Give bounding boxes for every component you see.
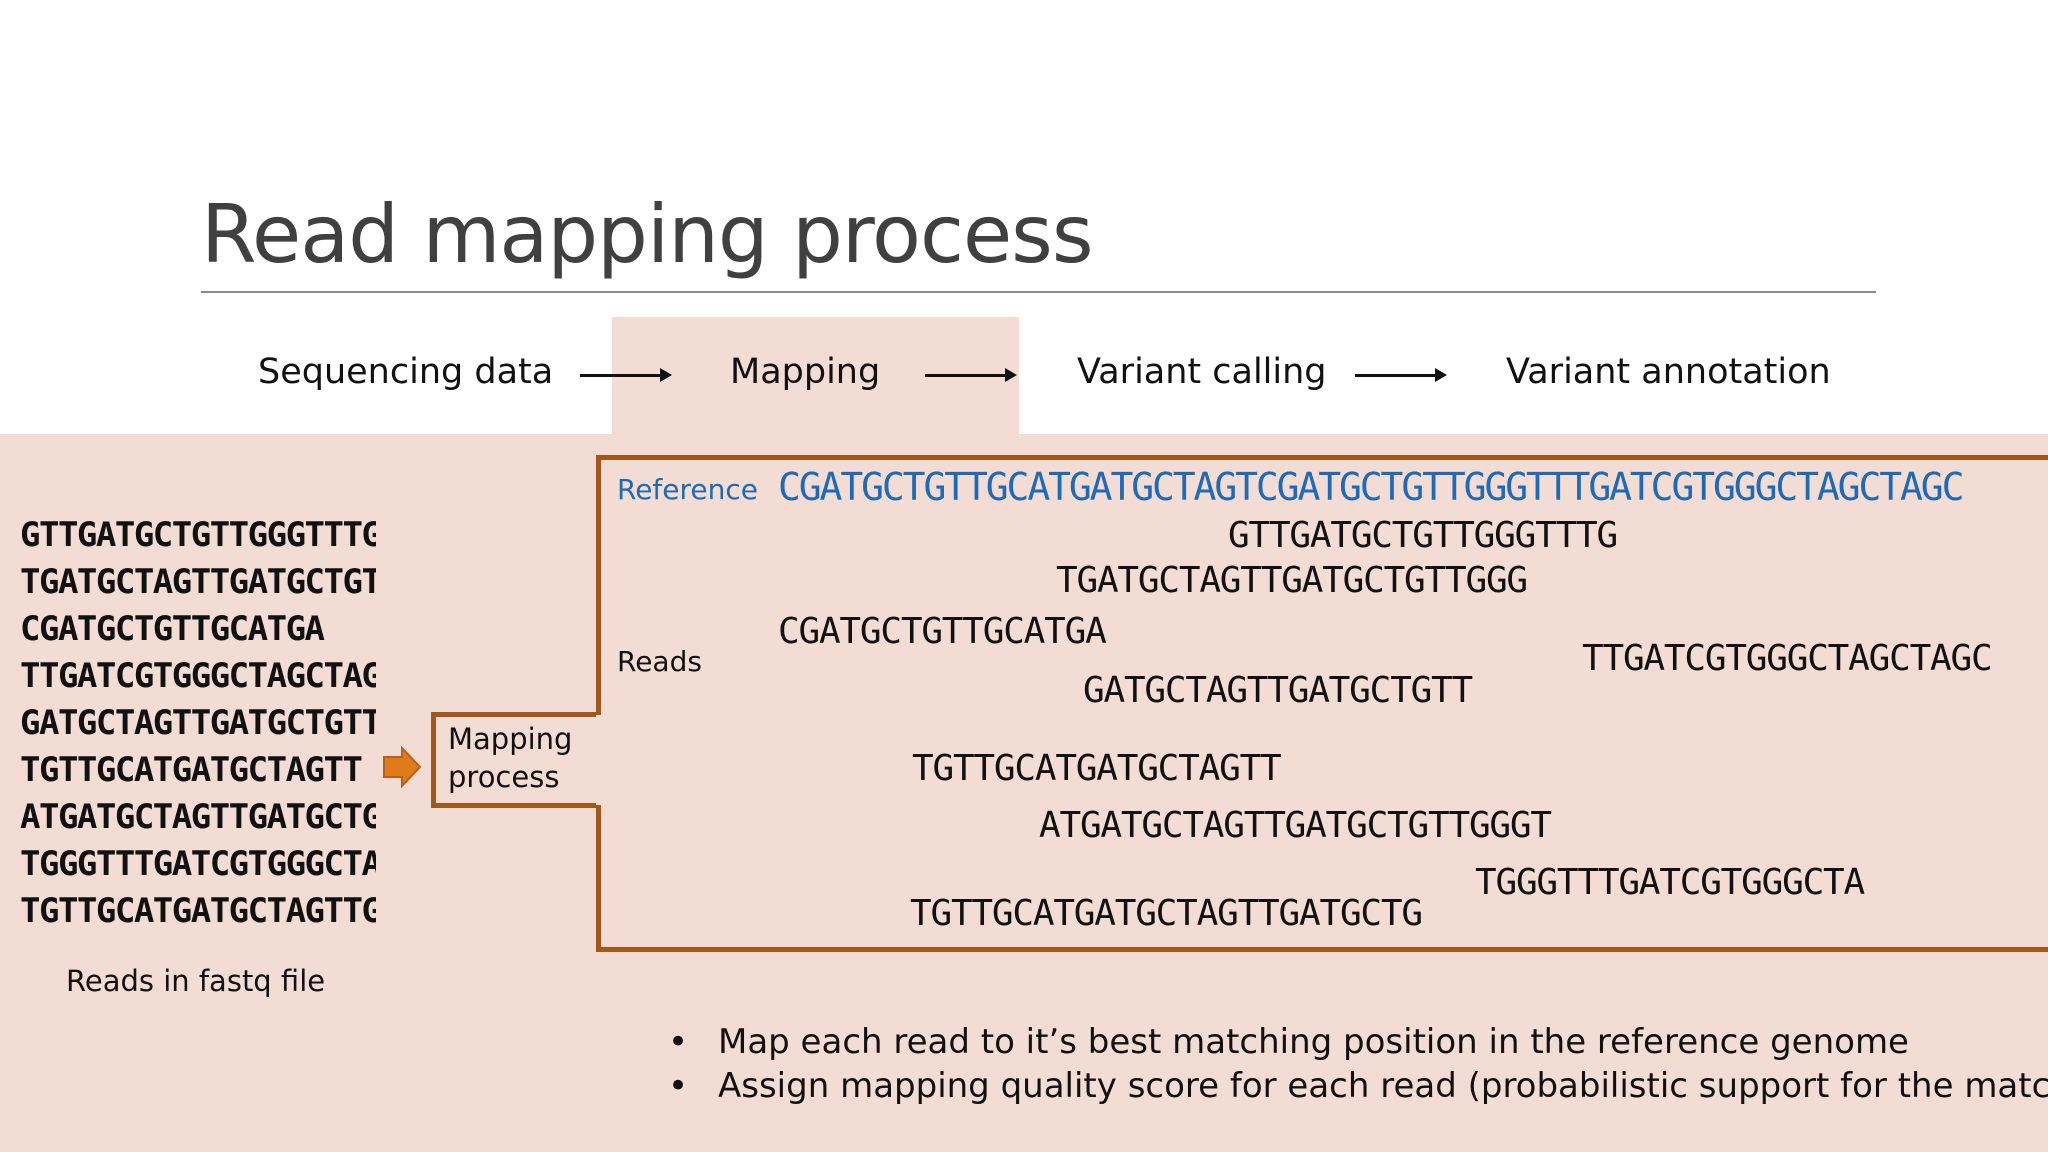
content-panel [0, 434, 2048, 1152]
aligned-read: GTTGATGCTGTTGGGTTTG [1228, 515, 1618, 556]
fastq-caption: Reads in fastq file [66, 964, 326, 998]
aligned-read: TTGATCGTGGGCTAGCTAGC [1582, 638, 1993, 679]
bullet-text: Map each read to it’s best matching posi… [718, 1022, 1909, 1062]
fastq-read: TGATGCTAGTTGATGCTGTTGGG [20, 562, 376, 602]
fastq-read: GATGCTAGTTGATGCTGTT [20, 703, 376, 743]
pipeline-arrow-icon [925, 368, 1017, 382]
aligned-read: TGTTGCATGATGCTAGTT [912, 748, 1282, 789]
bullet-text: Assign mapping quality score for each re… [718, 1066, 2048, 1106]
aligned-read: CGATGCTGTTGCATGA [778, 611, 1107, 652]
fastq-read: TGGGTTTGATCGTGGGCTA [20, 844, 376, 884]
aligned-read: ATGATGCTAGTTGATGCTGTTGGGT [1039, 805, 1552, 846]
aligned-read: TGATGCTAGTTGATGCTGTTGGG [1056, 560, 1528, 601]
step-variant-annotation: Variant annotation [1506, 352, 1831, 392]
aligned-read: TGGGTTTGATCGTGGGCTA [1475, 862, 1865, 903]
step-variant-calling: Variant calling [1077, 352, 1327, 392]
aligned-read: GATGCTAGTTGATGCTGTT [1083, 670, 1473, 711]
bullet-dot-icon: • [668, 1066, 689, 1106]
reads-label: Reads [617, 645, 702, 678]
title-divider [201, 291, 1876, 293]
process-label-line1: Mapping [448, 722, 573, 756]
fastq-read: TTGATCGTGGGCTAGCTAGC [20, 656, 376, 696]
slide-title: Read mapping process [201, 188, 1094, 281]
alignment-box [596, 455, 2048, 952]
reference-sequence: CGATGCTGTTGCATGATGCTAGTCGATGCTGTTGGGTTTG… [778, 465, 1964, 509]
mapping-process-label: Mapping process [448, 720, 572, 796]
pipeline-arrow-icon [580, 368, 672, 382]
fastq-read: GTTGATGCTGTTGGGTTTG [20, 515, 376, 555]
fastq-read: TGTTGCATGATGCTAGTT [20, 750, 363, 790]
fastq-read: TGTTGCATGATGCTAGTTGATGCTG [20, 891, 376, 931]
mapping-process-box [431, 712, 601, 808]
pipeline-arrow-icon [1355, 368, 1447, 382]
process-label-line2: process [448, 760, 560, 794]
bullet-dot-icon: • [668, 1022, 689, 1062]
fastq-read: ATGATGCTAGTTGATGCTGTTGGGT [20, 797, 376, 837]
step-sequencing-data: Sequencing data [258, 352, 554, 392]
aligned-read: TGTTGCATGATGCTAGTTGATGCTG [910, 893, 1423, 934]
reference-label: Reference [617, 473, 758, 506]
fastq-read: CGATGCTGTTGCATGA [20, 609, 325, 649]
orange-arrow-icon [383, 745, 422, 789]
box-connector [596, 715, 604, 805]
step-mapping: Mapping [730, 352, 881, 392]
